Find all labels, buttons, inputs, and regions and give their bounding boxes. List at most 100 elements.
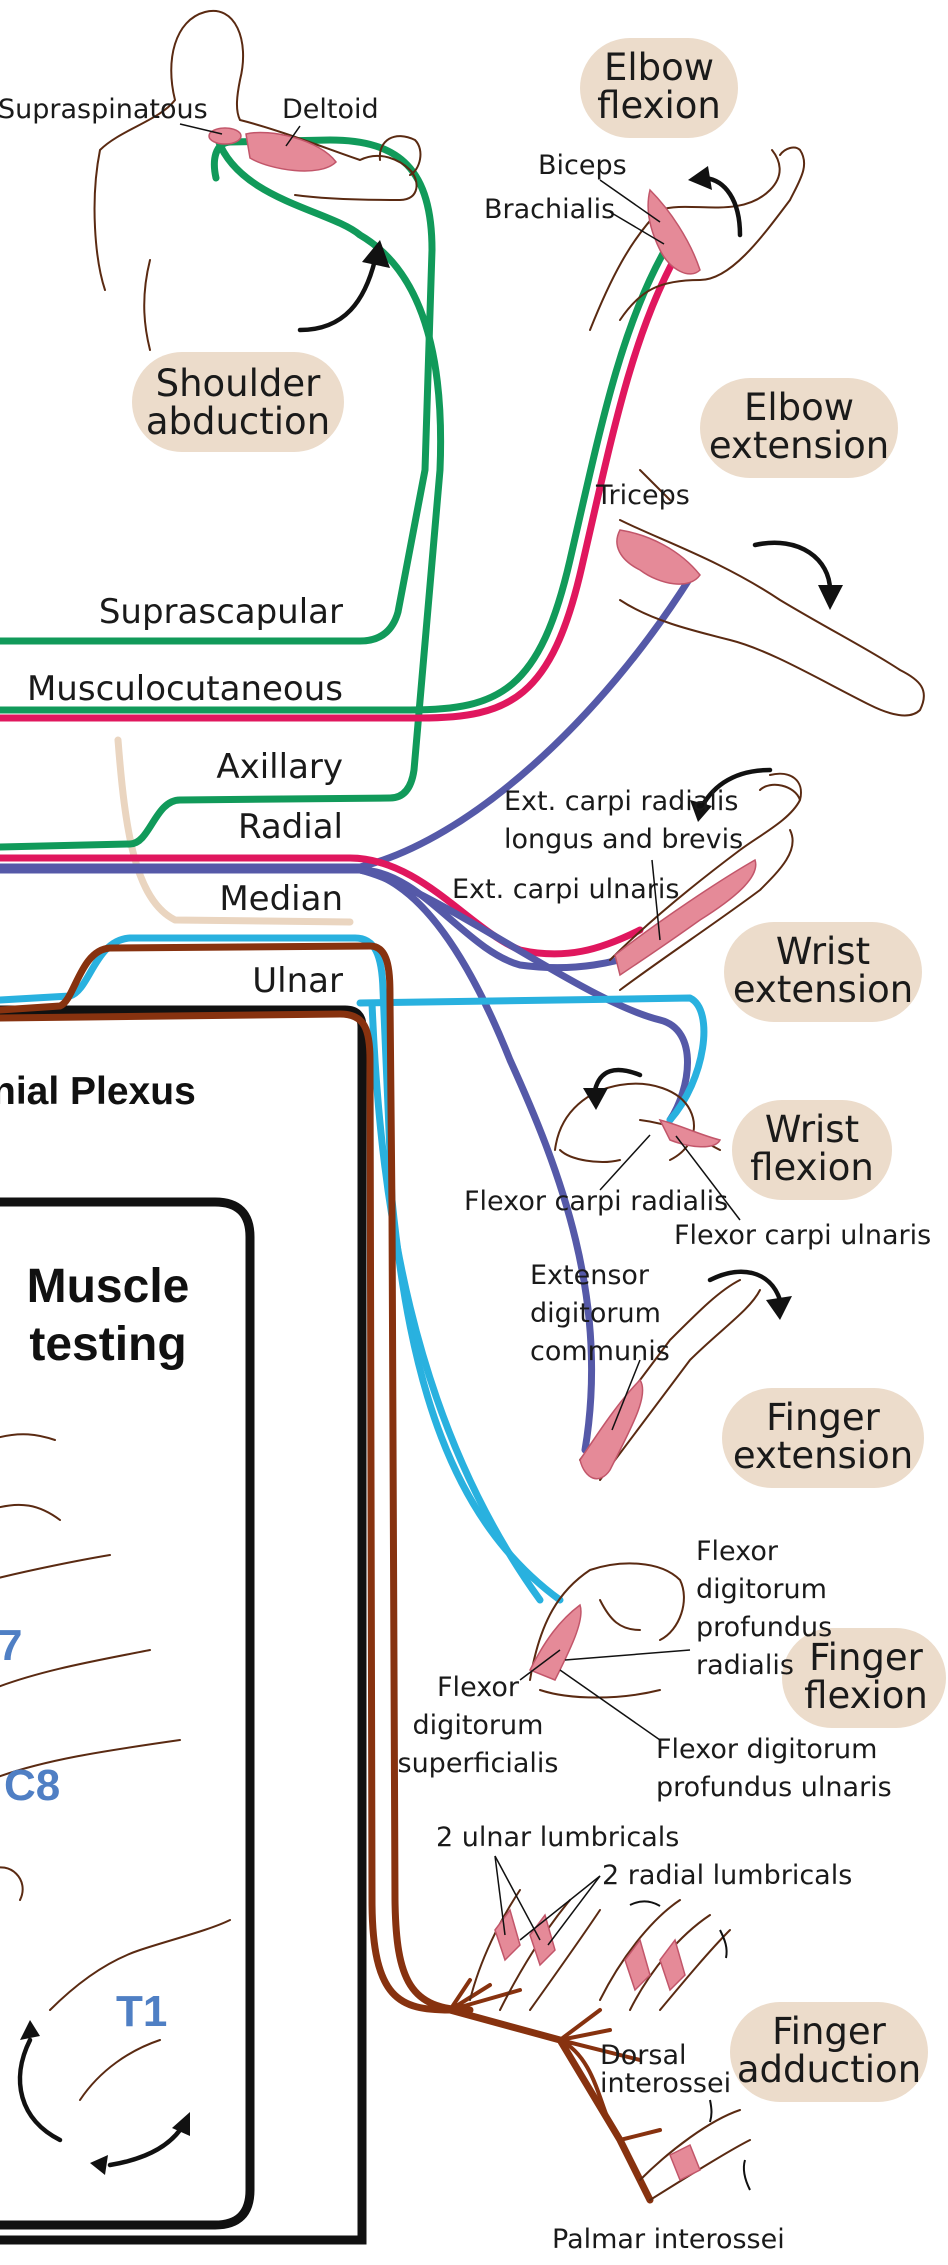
lateral-cord-line	[114, 736, 354, 926]
leader-flexor-carpi-radialis	[599, 1134, 651, 1191]
ulnar-nerve	[0, 942, 474, 2014]
palmar-interossei-hand	[639, 2109, 751, 2201]
leader-fds	[519, 1649, 561, 1681]
musculocutaneous-nerve	[0, 252, 680, 722]
elbow-extension-line1: Elbow	[744, 386, 854, 429]
wrist-flexion-arrow	[583, 1067, 643, 1110]
leader-ulnar-lumbricals-b	[494, 1855, 541, 1941]
label-fds-line3: superficialis	[398, 1748, 559, 1779]
finger-adduction-arrows	[629, 1900, 751, 2191]
elbow-flexion-arrow	[688, 166, 743, 238]
leader-radial-lumbricals-a	[519, 1875, 601, 1941]
leader-brachialis	[609, 211, 665, 245]
finger-flexor-muscles	[528, 1603, 582, 1681]
pill-finger-extension: Finger extension	[722, 1388, 924, 1488]
inset-rotation-arrows	[17, 2020, 190, 2175]
elbow-extension-arm	[619, 469, 925, 717]
shoulder-figure	[93, 9, 422, 351]
elbow-flexion-line1: Elbow	[604, 46, 714, 89]
flexor-carpi-muscles	[658, 1118, 722, 1148]
leader-extensor-digitorum	[611, 1359, 641, 1431]
label-supraspinatous: Supraspinatous	[0, 94, 208, 125]
deltoid-muscle	[245, 131, 337, 172]
label-fdp-ulnaris-line1: Flexor digitorum	[656, 1734, 877, 1765]
label-axillary: Axillary	[216, 747, 343, 787]
leader-ext-carpi	[651, 859, 661, 941]
pill-wrist-extension: Wrist extension	[724, 922, 922, 1022]
finger-extension-arrow	[707, 1269, 792, 1320]
inset-panel-outer	[0, 1005, 367, 2245]
label-ext-carpi-radialis-line1: Ext. carpi radialis	[504, 786, 738, 817]
median-nerve-hand-branch	[368, 999, 544, 1604]
pill-wrist-flexion: Wrist flexion	[732, 1100, 892, 1200]
title-brachial-plexus: nial Plexus	[0, 1070, 196, 1113]
radial-nerve-triceps-branch	[0, 574, 694, 871]
ulnar-nerve-inner	[0, 1010, 654, 2204]
label-fds-line2: digitorum	[413, 1710, 544, 1741]
axillary-nerve	[0, 136, 445, 851]
elbow-flexion-line2: flexion	[597, 84, 721, 127]
label-triceps: Triceps	[595, 480, 690, 511]
finger-flexion-line2: flexion	[804, 1674, 928, 1717]
label-ulnar: Ulnar	[252, 961, 343, 1001]
finger-extension-line2: extension	[733, 1434, 913, 1477]
finger-adduction-line2: adduction	[737, 2048, 921, 2091]
finger-adduction-line1: Finger	[772, 2010, 887, 2053]
inset-hand-sketches	[0, 1433, 231, 2101]
label-flexor-carpi-radialis: Flexor carpi radialis	[464, 1186, 728, 1217]
palmar-interossei-muscles	[669, 2143, 701, 2182]
label-radial-lumbricals: 2 radial lumbricals	[602, 1860, 852, 1891]
label-suprascapular: Suprascapular	[99, 592, 343, 632]
label-fdp-radialis-line2: digitorum	[696, 1574, 827, 1605]
pill-shoulder-abduction: Shoulder abduction	[132, 352, 344, 452]
label-dorsal-interossei-line1: Dorsal	[600, 2040, 687, 2071]
leader-radial-lumbricals-b	[547, 1875, 601, 1946]
segment-t1: T1	[116, 1987, 167, 2036]
leader-fdp-ulnaris	[559, 1669, 661, 1741]
wrist-flexion-fist	[554, 1082, 721, 1163]
pill-elbow-extension: Elbow extension	[700, 378, 898, 478]
pill-finger-flexion: Finger flexion	[782, 1628, 946, 1728]
label-fdp-ulnaris-line2: profundus ulnaris	[656, 1772, 892, 1803]
elbow-extension-arrow	[752, 540, 843, 610]
leader-fdp-radialis	[564, 1649, 691, 1661]
label-median: Median	[219, 879, 343, 919]
leader-supraspinatous	[179, 123, 223, 135]
finger-extension-line1: Finger	[766, 1396, 881, 1439]
wrist-flexion-line1: Wrist	[765, 1108, 859, 1151]
supraspinatous-muscle	[208, 127, 242, 145]
label-musculocutaneous: Musculocutaneous	[27, 669, 343, 709]
label-fdp-radialis-line4: radialis	[696, 1650, 794, 1681]
label-deltoid: Deltoid	[282, 94, 379, 125]
shoulder-abduction-arrow	[297, 240, 390, 333]
label-biceps: Biceps	[538, 150, 627, 181]
median-nerve-wrist-branch	[356, 994, 708, 1124]
label-ext-carpi-radialis-line2: longus and brevis	[504, 824, 743, 855]
dorsal-interossei-muscles	[624, 1938, 686, 1992]
label-fdp-radialis-line3: profundus	[696, 1612, 832, 1643]
elbow-extension-line2: extension	[709, 424, 889, 467]
label-extensor-digitorum-line3: communis	[530, 1336, 670, 1367]
leader-deltoid	[285, 125, 301, 147]
triceps-muscle	[616, 529, 701, 585]
label-fdp-radialis-line1: Flexor	[696, 1536, 779, 1567]
label-dorsal-interossei-line2: interossei	[600, 2068, 731, 2099]
finger-flexion-hand	[529, 1562, 685, 1699]
extensor-digitorum-muscle	[579, 1378, 644, 1480]
wrist-extensor-muscles	[614, 858, 757, 977]
label-fds-line1: Flexor	[437, 1672, 520, 1703]
label-flexor-carpi-ulnaris: Flexor carpi ulnaris	[674, 1220, 931, 1251]
pill-elbow-flexion: Elbow flexion	[580, 38, 738, 138]
segment-c7: 7	[0, 1621, 22, 1670]
leader-ulnar-lumbricals-a	[494, 1855, 506, 1936]
label-brachialis: Brachialis	[484, 194, 615, 225]
inset-title-line2: testing	[29, 1318, 186, 1371]
pill-finger-adduction: Finger adduction	[730, 2002, 928, 2102]
inset-panel-muscle-testing	[0, 1197, 255, 2230]
wrist-extension-line1: Wrist	[776, 930, 870, 973]
finger-flexion-line1: Finger	[809, 1636, 924, 1679]
shoulder-abduction-line2: abduction	[146, 400, 330, 443]
lumbricals-hand	[469, 1889, 601, 2011]
